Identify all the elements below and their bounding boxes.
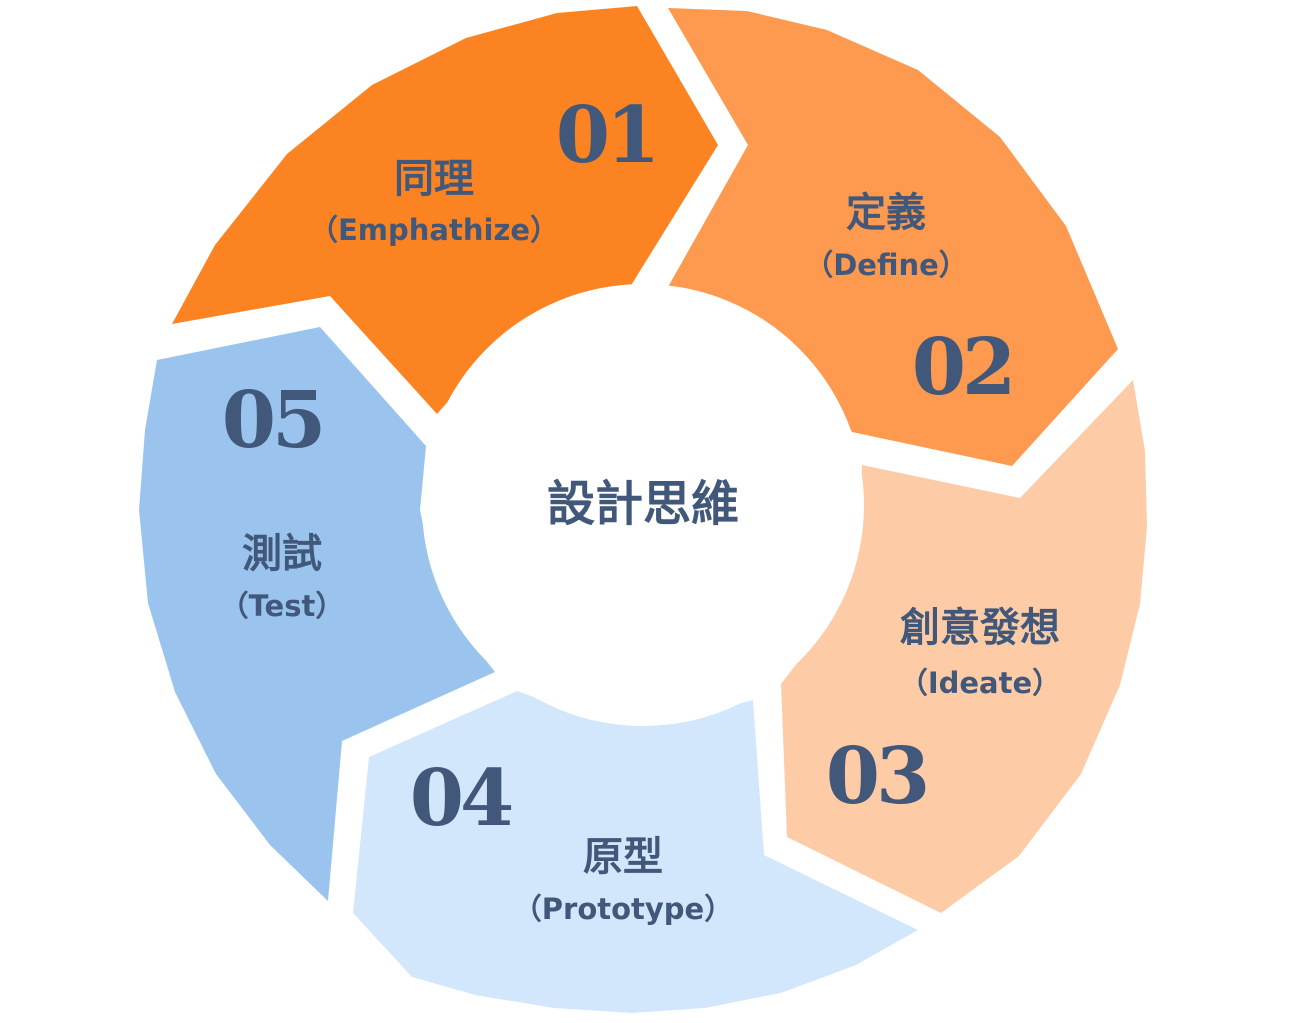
stage-number-04: 04 [410,753,512,844]
stage-number-02: 02 [912,322,1013,413]
stage-title-ideate: 創意發想 [900,605,1060,651]
stage-segment-ideate [781,380,1147,913]
stage-subtitle-prototype: （Prototype） [513,892,733,926]
stage-title-emphathize: 同理 [394,156,474,202]
stage-segment-emphathize [172,6,718,414]
stage-number-01: 01 [556,90,657,181]
stage-title-define: 定義 [846,190,926,236]
stage-subtitle-emphathize: （Emphathize） [309,213,559,247]
stage-segment-define [668,8,1118,466]
stage-title-test: 測試 [242,531,322,577]
stage-subtitle-ideate: （Ideate） [899,666,1061,700]
stage-subtitle-define: （Define） [804,248,968,282]
stage-segment-test [139,327,495,901]
stage-subtitle-test: （Test） [220,589,345,623]
stage-number-03: 03 [826,731,927,822]
center-label: 設計思維 [547,476,739,532]
center-hub [422,284,864,726]
stage-segment-prototype [353,691,918,1013]
stage-title-prototype: 原型 [583,834,663,880]
stage-number-05: 05 [222,375,323,466]
